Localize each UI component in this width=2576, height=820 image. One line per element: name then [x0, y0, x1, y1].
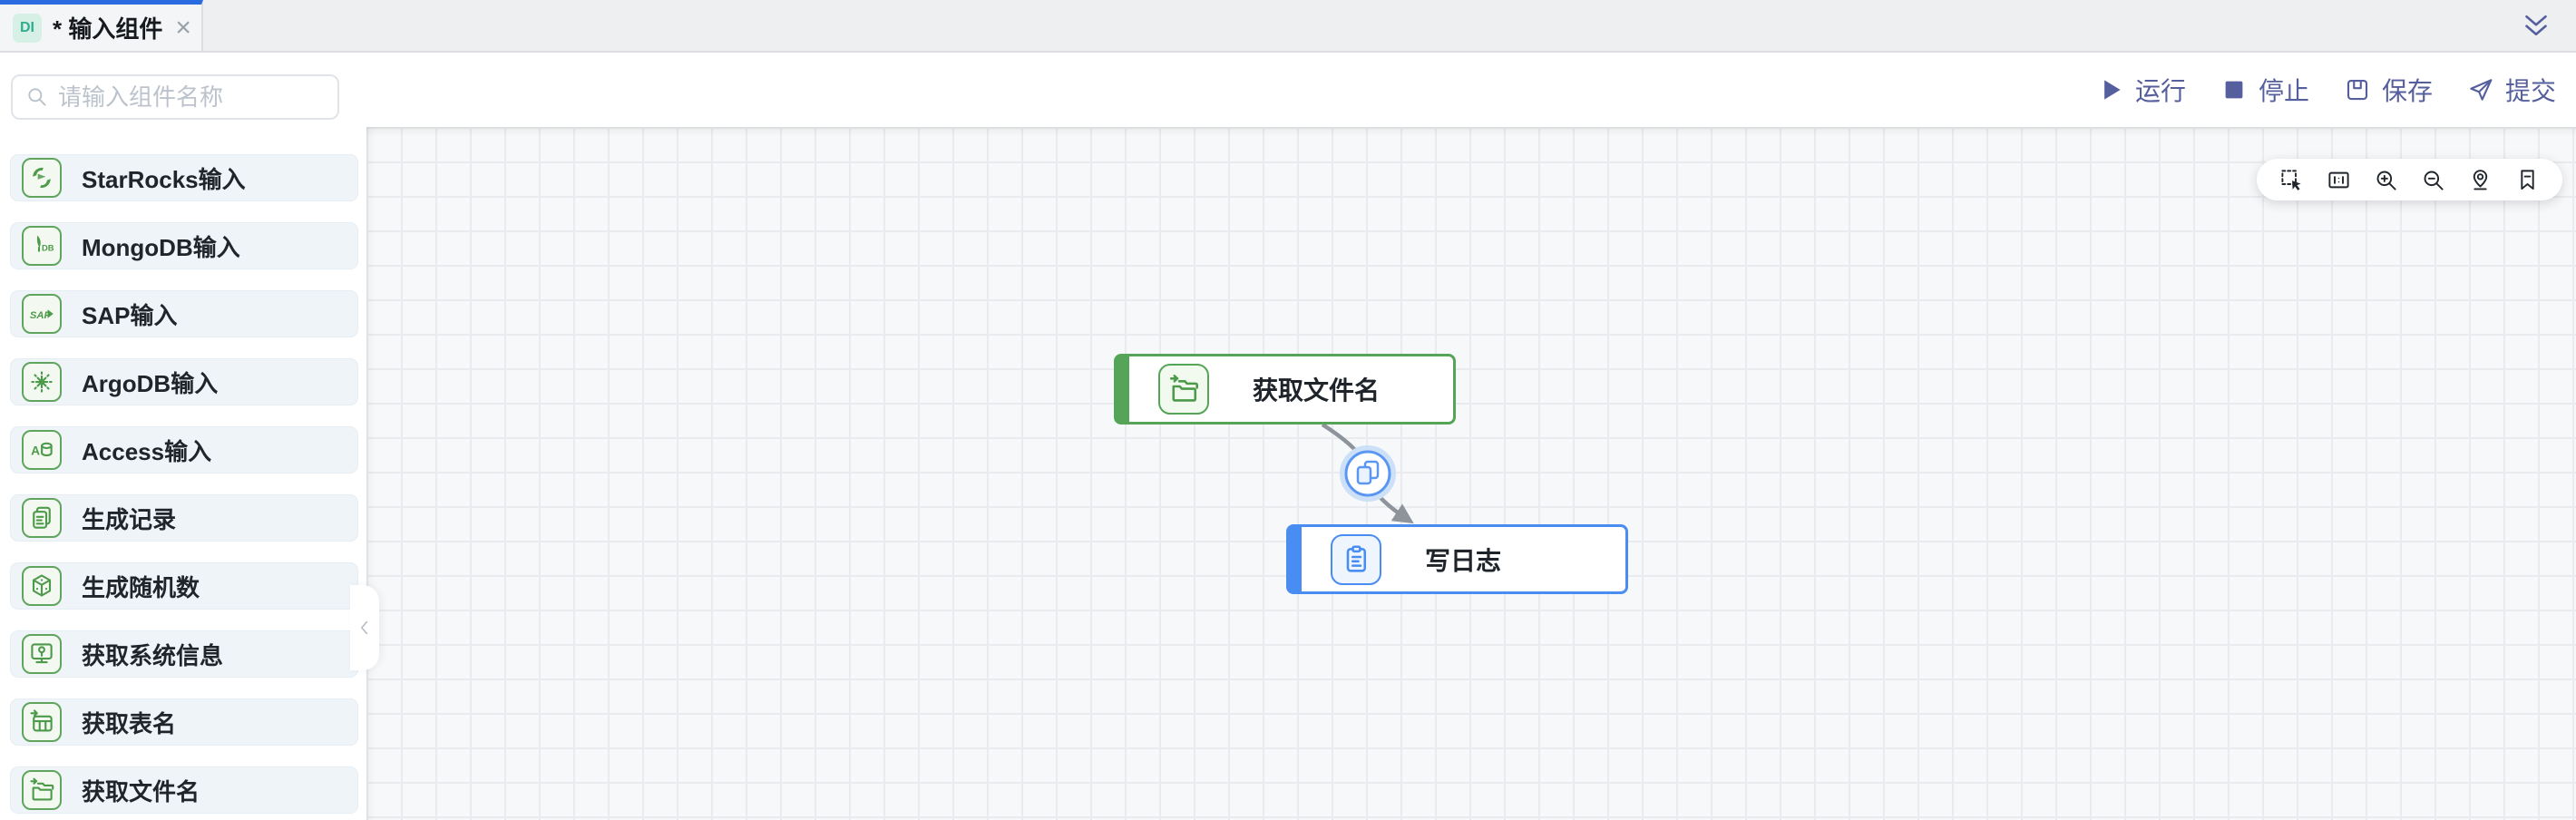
generate-random-icon [22, 566, 62, 606]
write-log-icon [1331, 533, 1381, 585]
sidebar-item-7[interactable]: 获取系统信息 [10, 630, 358, 678]
action-label: 停止 [2258, 77, 2309, 105]
flow-canvas[interactable]: 获取文件名 写日志 [366, 127, 2576, 820]
zoom-out-icon[interactable] [2421, 168, 2445, 192]
node-accent-bar [1289, 527, 1302, 591]
component-search-box[interactable] [11, 74, 339, 120]
table-name-icon [22, 702, 62, 742]
file-name-icon [22, 770, 62, 810]
starrocks-icon [22, 158, 62, 198]
edge-connection[interactable] [1321, 423, 1414, 524]
sidebar-item-5[interactable]: 生成记录 [10, 494, 358, 542]
edge-layer [1321, 423, 1414, 524]
sidebar-item-label: Access输入 [82, 437, 212, 465]
sidebar-item-0[interactable]: StarRocks输入 [10, 154, 358, 201]
submit-icon [2467, 76, 2494, 103]
run-button[interactable]: 运行 [2092, 72, 2191, 108]
access-icon: A [22, 430, 62, 470]
sidebar-item-label: StarRocks输入 [82, 165, 246, 193]
sidebar-item-2[interactable]: SAP SAP输入 [10, 290, 358, 337]
right-column: 运行 停止 保存 提交 [366, 53, 2576, 820]
save-icon [2344, 76, 2371, 103]
sidebar-item-label: 获取系统信息 [82, 641, 224, 669]
sidebar-item-4[interactable]: A Access输入 [10, 426, 358, 473]
sidebar-item-label: 生成记录 [82, 505, 177, 533]
svg-text:A: A [31, 444, 40, 458]
mongodb-icon: DB [22, 226, 62, 266]
sidebar-item-9[interactable]: 获取文件名 [10, 766, 358, 814]
argodb-icon [22, 362, 62, 402]
sap-icon: SAP [22, 294, 62, 334]
submit-button[interactable]: 提交 [2462, 72, 2561, 108]
action-toolbar: 运行 停止 保存 提交 [366, 53, 2576, 127]
sidebar-item-label: MongoDB输入 [82, 233, 240, 261]
canvas-node-get-filename[interactable]: 获取文件名 [1114, 354, 1456, 425]
action-label: 保存 [2381, 77, 2433, 105]
svg-text:DB: DB [42, 244, 54, 253]
copy-icon [1356, 460, 1380, 485]
sidebar-item-6[interactable]: 生成随机数 [10, 562, 358, 610]
component-sidebar: StarRocks输入DBMongoDB输入SAPSAP输入ArgoDB输入AA… [0, 53, 366, 820]
chevron-left-icon [355, 618, 375, 638]
canvas-node-write-log[interactable]: 写日志 [1286, 524, 1628, 594]
di-badge: DI [13, 13, 42, 43]
sidebar-item-label: 获取表名 [82, 709, 177, 737]
sidebar-item-3[interactable]: ArgoDB输入 [10, 358, 358, 405]
play-icon [2097, 76, 2124, 103]
zoom-in-icon[interactable] [2374, 168, 2398, 192]
canvas-toolbar [2257, 159, 2562, 200]
sidebar-item-label: ArgoDB输入 [82, 369, 219, 397]
main-content: StarRocks输入DBMongoDB输入SAPSAP输入ArgoDB输入AA… [0, 53, 2576, 820]
file-name-icon [1158, 364, 1209, 415]
system-info-icon [22, 634, 62, 674]
node-accent-bar [1117, 356, 1129, 422]
tab-bar: DI * 输入组件 × [0, 0, 2576, 53]
search-icon [25, 85, 49, 109]
generate-records-icon [22, 498, 62, 538]
sidebar-item-8[interactable]: 获取表名 [10, 698, 358, 746]
search-input[interactable] [58, 83, 325, 112]
bookmark-icon[interactable] [2515, 168, 2540, 192]
sidebar-item-label: 生成随机数 [82, 573, 200, 601]
action-label: 提交 [2504, 77, 2556, 105]
sidebar-item-label: 获取文件名 [82, 777, 200, 805]
one-to-one-icon[interactable] [2327, 168, 2351, 192]
node-label: 写日志 [1425, 546, 1502, 575]
locate-icon[interactable] [2468, 168, 2493, 192]
action-label: 运行 [2134, 77, 2186, 105]
save-button[interactable]: 保存 [2338, 72, 2438, 108]
sidebar-item-label: SAP输入 [82, 301, 178, 329]
tab-close-icon[interactable]: × [175, 12, 191, 43]
svg-text:SAP: SAP [30, 310, 52, 321]
chevrons-down-icon[interactable] [2520, 9, 2552, 42]
tab-title: * 输入组件 [53, 15, 163, 43]
node-label: 获取文件名 [1253, 376, 1381, 405]
marquee-select-icon[interactable] [2279, 168, 2304, 192]
stop-button[interactable]: 停止 [2215, 72, 2315, 108]
stop-icon [2220, 76, 2248, 103]
tab-input-components[interactable]: DI * 输入组件 × [0, 0, 203, 51]
sidebar-collapse-handle[interactable] [350, 585, 379, 670]
sidebar-item-1[interactable]: DB MongoDB输入 [10, 222, 358, 269]
edge-copy-badge[interactable] [1340, 445, 1396, 502]
